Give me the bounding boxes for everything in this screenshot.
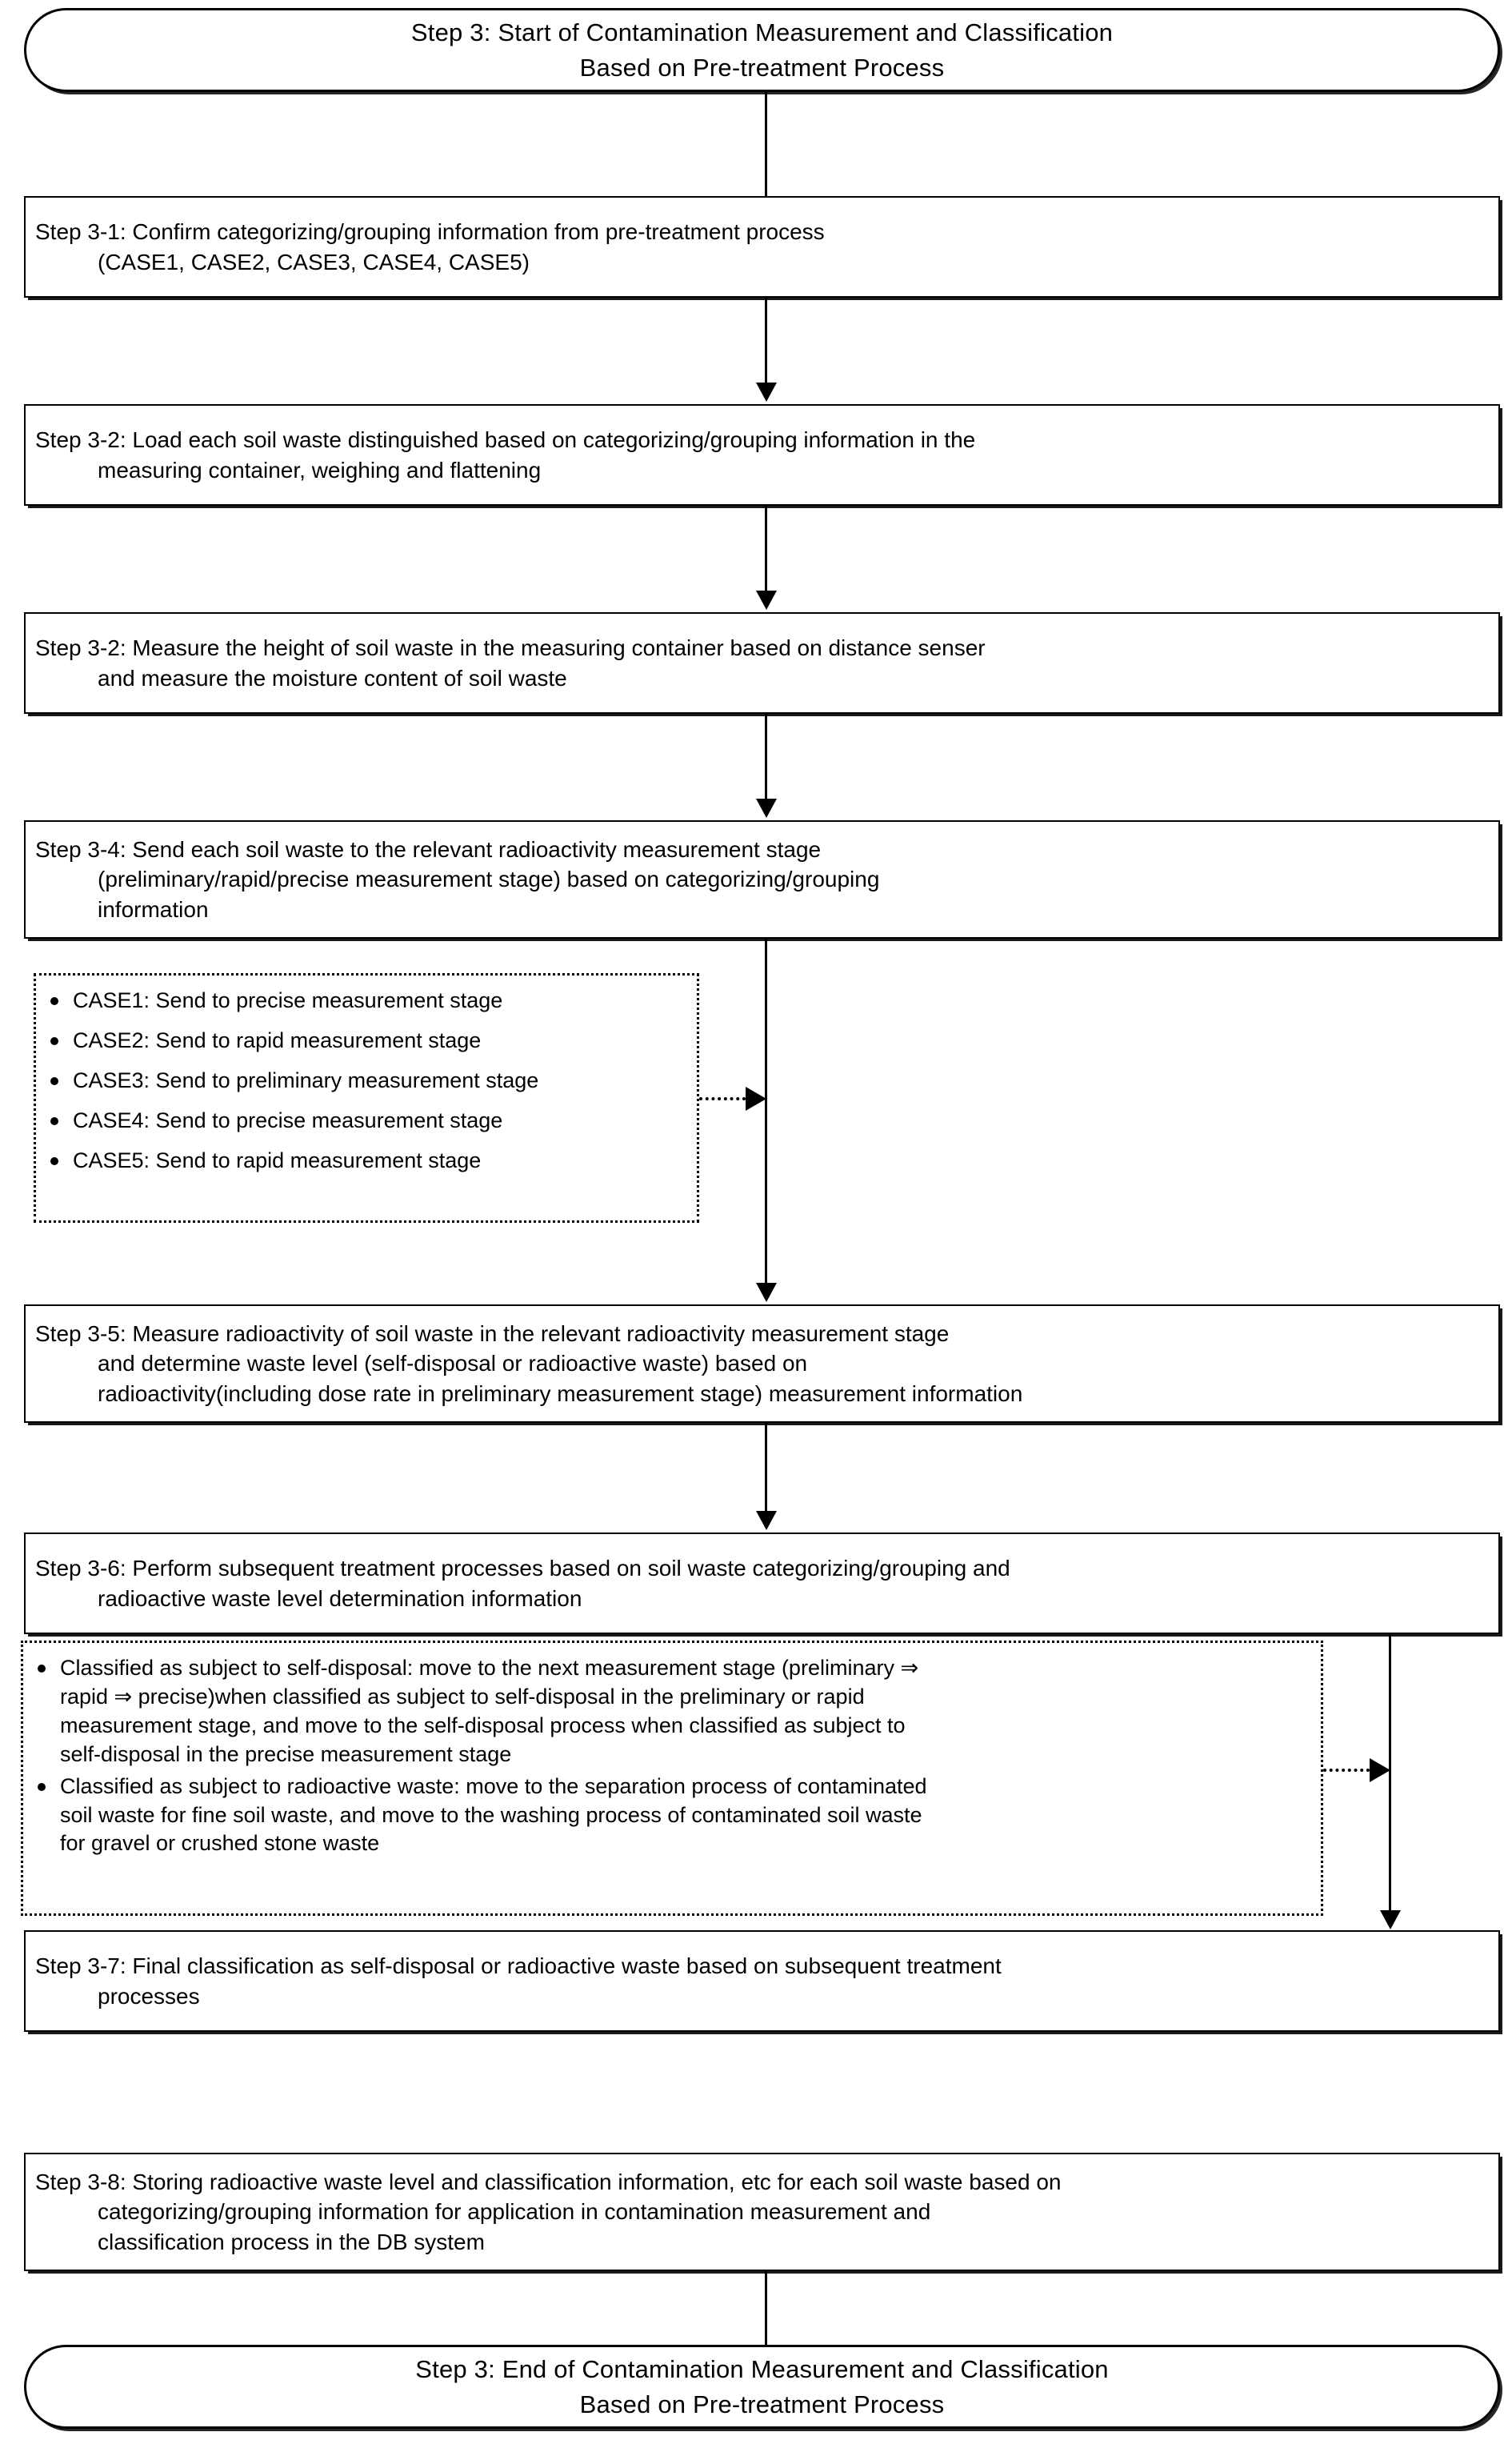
connector-step32a-to-step32b — [765, 506, 767, 591]
case-note-item-label: CASE1: Send to precise measurement stage — [73, 988, 503, 1012]
start-line-1: Step 3: Start of Contamination Measureme… — [410, 18, 1114, 47]
start-line-2: Based on Pre-treatment Process — [579, 53, 945, 82]
connector-start-to-step31 — [765, 92, 767, 196]
arrowhead-step32b — [756, 591, 777, 610]
step-3-7-box: Step 3-7: Final classification as self-d… — [24, 1930, 1500, 2032]
step-3-6-box: Step 3-6: Perform subsequent treatment p… — [24, 1533, 1500, 1634]
start-terminator-text: Step 3: Start of Contamination Measureme… — [411, 15, 1113, 85]
classification-note-item1-line-2: rapid ⇒ precise)when classified as subje… — [60, 1684, 865, 1709]
classification-note-item2-line-1: Classified as subject to radioactive was… — [60, 1773, 927, 1798]
case-note-item: CASE4: Send to precise measurement stage — [47, 1107, 684, 1136]
arrowhead-step37 — [1380, 1910, 1401, 1929]
step-3-2-measure-box: Step 3-2: Measure the height of soil was… — [24, 612, 1500, 714]
step-3-6-text: Step 3-6: Perform subsequent treatment p… — [26, 1553, 1498, 1613]
end-terminator: Step 3: End of Contamination Measurement… — [24, 2345, 1500, 2429]
connector-step31-to-step32a — [765, 298, 767, 383]
step-3-2-load-line-2: measuring container, weighing and flatte… — [98, 457, 542, 483]
classification-note-item1-line-3: measurement stage, and move to the self-… — [60, 1713, 906, 1737]
classification-note-item1-line-4: self-disposal in the precise measurement… — [60, 1741, 512, 1766]
step-3-2-load-line-1: Step 3-2: Load each soil waste distingui… — [35, 427, 976, 452]
classification-note-item2-line-3: for gravel or crushed stone waste — [60, 1831, 380, 1856]
arrowhead-step34 — [756, 799, 777, 818]
case-note-dotted-line — [699, 1097, 746, 1100]
step-3-7-text: Step 3-7: Final classification as self-d… — [26, 1951, 1498, 2011]
arrowhead-step36 — [756, 1511, 777, 1530]
arrowhead-step35 — [756, 1283, 777, 1302]
step-3-6-line-2: radioactive waste level determination in… — [98, 1585, 582, 1611]
step-3-4-line-2: (preliminary/rapid/precise measurement s… — [98, 867, 880, 892]
step-3-2-measure-text: Step 3-2: Measure the height of soil was… — [26, 633, 1498, 693]
end-terminator-text: Step 3: End of Contamination Measurement… — [415, 2352, 1109, 2422]
step-3-2-measure-line-1: Step 3-2: Measure the height of soil was… — [35, 635, 986, 660]
end-line-2: Based on Pre-treatment Process — [579, 2390, 945, 2418]
step-3-6-line-1: Step 3-6: Perform subsequent treatment p… — [35, 1555, 1010, 1581]
step-3-2-measure-line-2: and measure the moisture content of soil… — [98, 665, 567, 691]
case-note-item-label: CASE5: Send to rapid measurement stage — [73, 1148, 482, 1172]
end-line-1: Step 3: End of Contamination Measurement… — [415, 2355, 1109, 2384]
step-3-8-box: Step 3-8: Storing radioactive waste leve… — [24, 2153, 1500, 2271]
case-note-item: CASE3: Send to preliminary measurement s… — [47, 1067, 684, 1096]
step-3-5-line-3: radioactivity(including dose rate in pre… — [98, 1380, 1023, 1406]
step-3-1-line-1: Step 3-1: Confirm categorizing/grouping … — [35, 218, 825, 244]
connector-step35-to-step36 — [765, 1423, 767, 1511]
step-3-4-box: Step 3-4: Send each soil waste to the re… — [24, 820, 1500, 939]
classification-note-arrowhead — [1370, 1758, 1390, 1782]
step-3-8-text: Step 3-8: Storing radioactive waste leve… — [26, 2167, 1498, 2258]
case-note-item-label: CASE2: Send to rapid measurement stage — [73, 1028, 482, 1052]
arrowhead-step32a — [756, 383, 777, 402]
step-3-1-box: Step 3-1: Confirm categorizing/grouping … — [24, 196, 1500, 298]
connector-step38-to-end — [765, 2271, 767, 2348]
case-note-arrowhead — [746, 1087, 766, 1111]
step-3-5-line-1: Step 3-5: Measure radioactivity of soil … — [35, 1320, 950, 1346]
step-3-8-line-3: classification process in the DB system — [98, 2229, 485, 2254]
step-3-5-box: Step 3-5: Measure radioactivity of soil … — [24, 1304, 1500, 1423]
step-3-7-line-1: Step 3-7: Final classification as self-d… — [35, 1953, 1002, 1978]
case-note-item: CASE5: Send to rapid measurement stage — [47, 1147, 684, 1176]
step-3-1-line-2: (CASE1, CASE2, CASE3, CASE4, CASE5) — [98, 249, 530, 274]
step-3-4-line-3: information — [98, 896, 209, 922]
classification-note-item2-line-2: soil waste for fine soil waste, and move… — [60, 1802, 922, 1827]
case-note-item: CASE2: Send to rapid measurement stage — [47, 1027, 684, 1056]
classification-note-item1-line-1: Classified as subject to self-disposal: … — [60, 1656, 919, 1680]
case-note-item-label: CASE4: Send to precise measurement stage — [73, 1108, 503, 1132]
connector-step32b-to-step34 — [765, 714, 767, 799]
case-note-list: CASE1: Send to precise measurement stage… — [47, 987, 684, 1176]
step-3-7-line-2: processes — [98, 1983, 200, 2009]
classification-note-box: Classified as subject to self-disposal: … — [21, 1641, 1323, 1916]
step-3-5-text: Step 3-5: Measure radioactivity of soil … — [26, 1319, 1498, 1409]
case-note-item: CASE1: Send to precise measurement stage — [47, 987, 684, 1016]
classification-note-item: Classified as subject to self-disposal: … — [34, 1654, 1308, 1769]
case-note-box: CASE1: Send to precise measurement stage… — [34, 973, 699, 1223]
classification-note-list: Classified as subject to self-disposal: … — [34, 1654, 1308, 1858]
step-3-1-text: Step 3-1: Confirm categorizing/grouping … — [26, 217, 1498, 277]
step-3-2-load-text: Step 3-2: Load each soil waste distingui… — [26, 425, 1498, 485]
step-3-4-text: Step 3-4: Send each soil waste to the re… — [26, 835, 1498, 925]
step-3-8-line-2: categorizing/grouping information for ap… — [98, 2199, 931, 2225]
step-3-8-line-1: Step 3-8: Storing radioactive waste leve… — [35, 2169, 1062, 2194]
step-3-2-load-box: Step 3-2: Load each soil waste distingui… — [24, 404, 1500, 506]
start-terminator: Step 3: Start of Contamination Measureme… — [24, 8, 1500, 92]
classification-note-item: Classified as subject to radioactive was… — [34, 1773, 1308, 1859]
classification-note-dotted-line — [1323, 1769, 1370, 1772]
step-3-5-line-2: and determine waste level (self-disposal… — [98, 1351, 808, 1376]
step-3-4-line-1: Step 3-4: Send each soil waste to the re… — [35, 836, 822, 862]
case-note-item-label: CASE3: Send to preliminary measurement s… — [73, 1068, 539, 1092]
connector-step34-to-step35 — [765, 939, 767, 1283]
